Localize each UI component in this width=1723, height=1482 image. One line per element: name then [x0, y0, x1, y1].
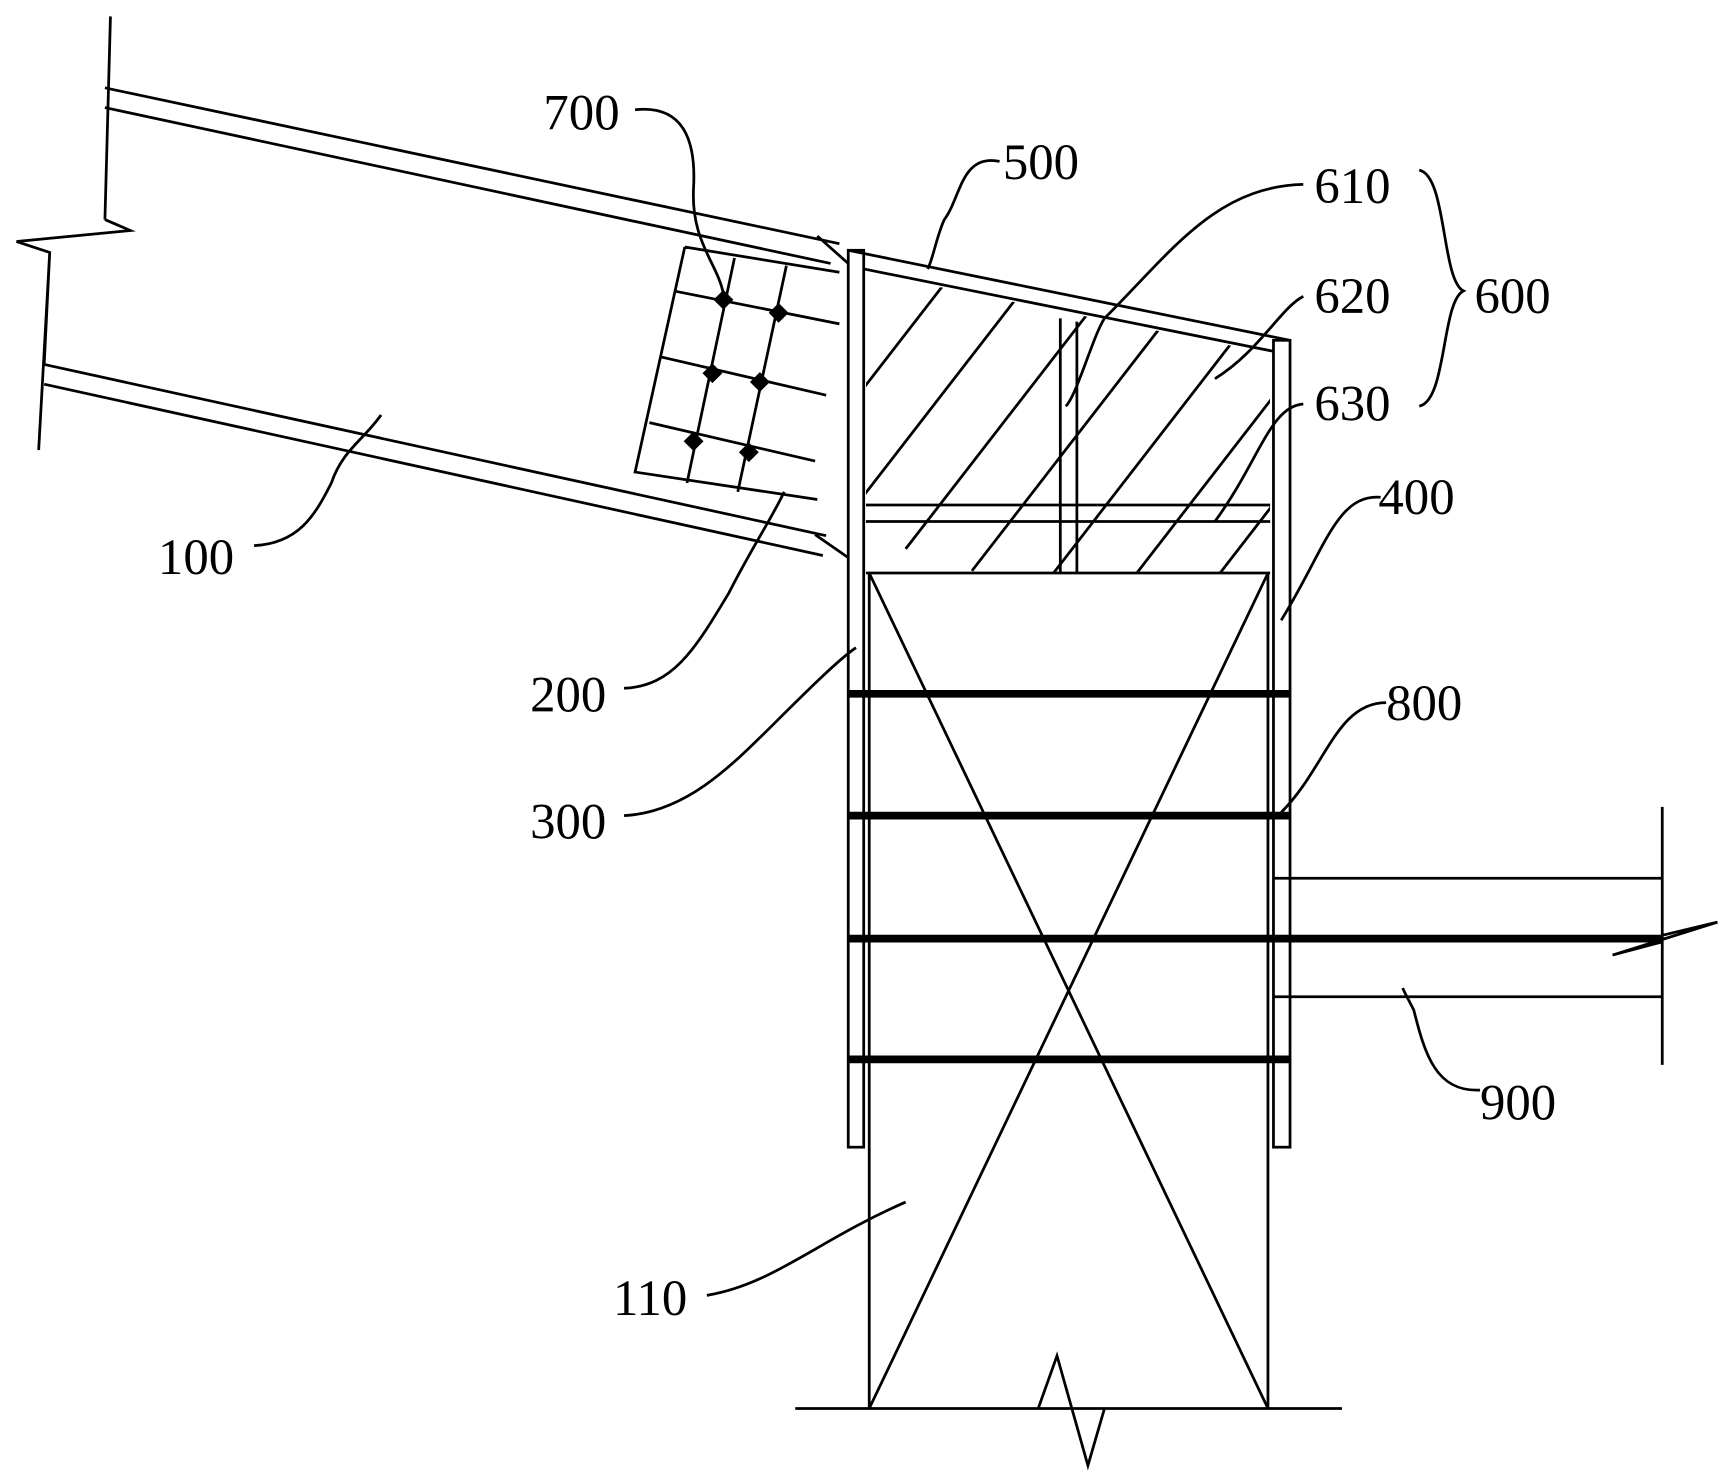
left-plate: [848, 250, 863, 1147]
label-700: 700: [543, 85, 619, 141]
label-600: 600: [1474, 268, 1550, 324]
label-200: 200: [530, 666, 606, 722]
label-500: 500: [1003, 134, 1079, 190]
connector-dots: [684, 290, 789, 462]
steel-bars: [848, 694, 1662, 1060]
label-800: 800: [1386, 675, 1462, 731]
leader-lines: [254, 109, 1480, 1295]
inclined-beam: [17, 16, 849, 557]
label-400: 400: [1378, 469, 1454, 525]
right-plate: [1273, 340, 1290, 1147]
label-620: 620: [1314, 268, 1390, 324]
reinforcement-grid: [635, 247, 839, 499]
label-610: 610: [1314, 158, 1390, 214]
label-300: 300: [530, 794, 606, 850]
label-100: 100: [158, 529, 234, 585]
label-630: 630: [1314, 376, 1390, 432]
column: [795, 573, 1342, 1465]
label-110: 110: [613, 1270, 687, 1326]
label-900: 900: [1480, 1075, 1556, 1131]
